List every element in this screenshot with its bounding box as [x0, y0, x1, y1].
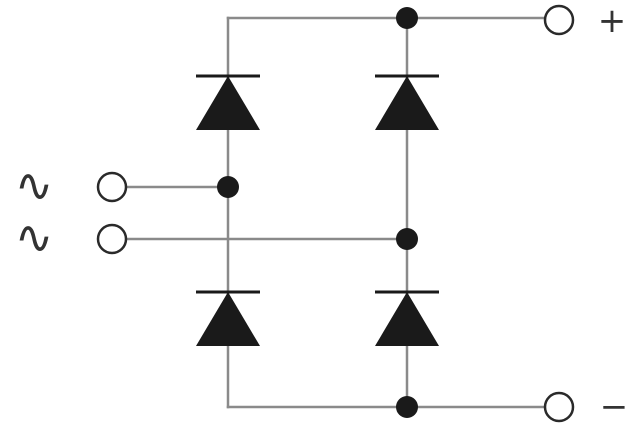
node-bottom-right — [396, 396, 418, 418]
label-negative: − — [600, 387, 629, 427]
node-ac-2 — [396, 228, 418, 250]
junction-nodes — [217, 7, 418, 418]
node-ac-1 — [217, 176, 239, 198]
terminal-ac-2 — [96, 223, 128, 255]
diode-lower-right — [375, 290, 439, 346]
label-positive: + — [598, 1, 627, 41]
labels: + − ∿ ∿ — [15, 1, 629, 427]
label-ac-2: ∿ — [15, 210, 54, 264]
wires — [124, 16, 547, 409]
terminals — [96, 4, 575, 423]
label-ac-1: ∿ — [15, 158, 54, 212]
node-top-right — [396, 7, 418, 29]
terminal-ac-1 — [96, 171, 128, 203]
diode-lower-left — [196, 290, 260, 346]
terminal-negative — [543, 391, 575, 423]
diodes — [196, 74, 439, 346]
diode-upper-right — [375, 74, 439, 130]
diode-upper-left — [196, 74, 260, 130]
terminal-positive — [543, 4, 575, 36]
